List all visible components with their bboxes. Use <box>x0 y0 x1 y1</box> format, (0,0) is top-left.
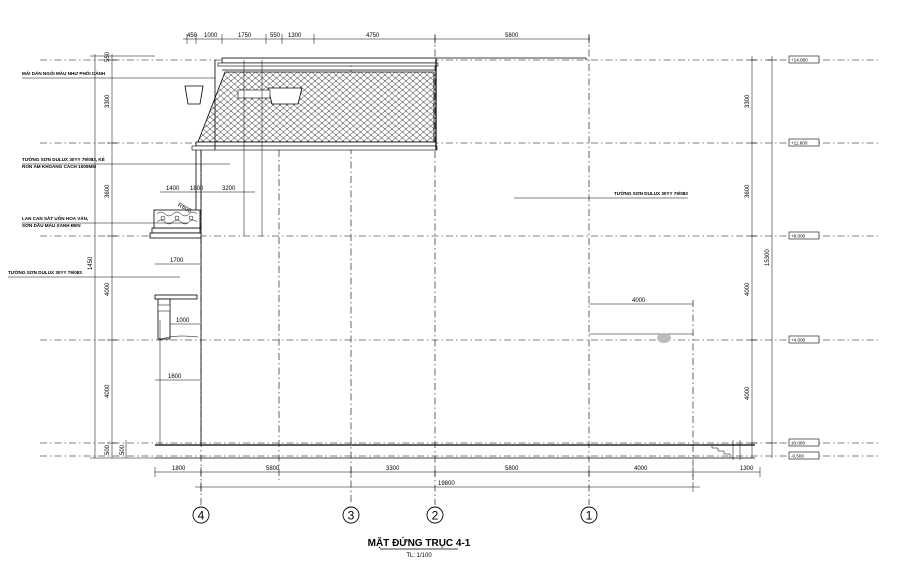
dim-label: 1300 <box>288 33 302 39</box>
note-railing: LAN CAN SẮT UỐN HOA VĂN, <box>22 214 88 221</box>
drawing-scale: TL: 1/100 <box>406 553 432 559</box>
dim-label: 1600 <box>168 374 182 380</box>
dim-label: 4000 <box>745 386 751 400</box>
right-dimension-chain: 3300 3600 4000 4000 15300 <box>745 56 777 458</box>
level-marker: +11.600 <box>788 138 820 147</box>
level-marker: +4.000 <box>788 335 820 344</box>
dim-label: 3600 <box>745 184 751 198</box>
dim-label: 4750 <box>366 33 380 39</box>
dim-label: 1800 <box>172 466 186 472</box>
dim-label: 550 <box>105 51 111 62</box>
axis-bubbles: 4 3 2 1 <box>192 506 598 524</box>
note-wall-groove: TƯỜNG SƠN DULUX 30YY 79/083, KẺ <box>22 155 105 162</box>
dim-label: 1450 <box>88 256 94 270</box>
dim-label: 4000 <box>745 282 751 296</box>
svg-text:+4.000: +4.000 <box>791 338 806 343</box>
dim-label: 4000 <box>634 466 648 472</box>
bottom-dimension-chain: 1800 5800 3300 5800 4000 1300 19800 <box>154 466 761 492</box>
left-dimension-chain: 1450 550 3300 3600 4000 4000 500 500 <box>88 51 155 459</box>
svg-text:±0.000: ±0.000 <box>791 441 805 446</box>
dim-label: 3300 <box>386 466 400 472</box>
dim-label: 3200 <box>222 186 236 192</box>
dim-label: 1750 <box>238 33 252 39</box>
axis-bubble-2: 2 <box>426 506 444 524</box>
svg-text:-0.500: -0.500 <box>791 454 804 459</box>
note-wall-right: TƯỜNG SƠN DULUX 30YY 79/083 <box>614 189 688 196</box>
dim-label: 4000 <box>632 298 646 304</box>
dim-label: 15300 <box>765 249 771 266</box>
top-dimension-chain: 450 1000 1750 550 1300 4750 5800 <box>183 33 590 44</box>
level-marker: -0.500 <box>788 451 820 460</box>
dim-label: 1800 <box>190 186 204 192</box>
axis-bubble-4: 4 <box>192 506 210 524</box>
level-marker: +14.800 <box>788 55 820 64</box>
svg-text:1: 1 <box>586 509 593 523</box>
dim-label: 5800 <box>266 466 280 472</box>
svg-text:+14.800: +14.800 <box>791 58 808 63</box>
building-outline <box>149 57 755 460</box>
dim-label: 19800 <box>438 481 455 487</box>
dim-label: 550 <box>270 33 281 39</box>
dim-label: 3300 <box>105 94 111 108</box>
dim-label: 500 <box>120 444 126 455</box>
level-markers: +14.800 +11.600 +8.000 +4.000 ±0.000 -0.… <box>788 55 820 460</box>
level-grid-lines <box>40 59 878 457</box>
dim-label: 1000 <box>204 33 218 39</box>
svg-text:+8.000: +8.000 <box>791 234 806 239</box>
dim-label: 3600 <box>105 184 111 198</box>
axis-bubble-3: 3 <box>342 506 360 524</box>
dim-label: 4000 <box>105 384 111 398</box>
note-roof: MÁI DÁN NGÓI MÀU NHƯ PHỐI CẢNH <box>22 69 106 76</box>
dim-label: 5800 <box>505 466 519 472</box>
dim-label: 1000 <box>176 318 190 324</box>
dim-label: 3300 <box>745 94 751 108</box>
note-railing: SƠN DẦU MÀU XANH ĐEN <box>22 222 81 228</box>
level-marker: ±0.000 <box>788 438 820 447</box>
dim-label: 1400 <box>166 186 180 192</box>
dim-label: 1300 <box>740 466 754 472</box>
roof <box>184 57 439 236</box>
title-block: MẶT ĐỨNG TRỤC 4-1 TL: 1/100 <box>368 536 471 559</box>
notes: MÁI DÁN NGÓI MÀU NHƯ PHỐI CẢNH TƯỜNG SƠN… <box>8 69 688 278</box>
svg-text:4: 4 <box>198 509 205 523</box>
dim-label: 500 <box>105 444 111 455</box>
dim-label: 4000 <box>105 282 111 296</box>
axis-bubble-1: 1 <box>580 506 598 524</box>
note-wall-groove: RON ÂM KHOẢNG CÁCH 1000MM <box>22 163 96 169</box>
dim-label: 450 <box>187 33 198 39</box>
level-marker: +8.000 <box>788 231 820 240</box>
local-dimensions: 1400 1800 3200 R800 1700 1000 1600 4000 <box>155 186 693 381</box>
dim-label: 5800 <box>505 33 519 39</box>
svg-text:2: 2 <box>432 509 439 523</box>
svg-text:3: 3 <box>348 509 355 523</box>
dim-label: 1700 <box>170 258 184 264</box>
svg-text:+11.600: +11.600 <box>791 141 808 146</box>
note-wall-left: TƯỜNG SƠN DULUX 30YY 79/083 <box>8 268 82 275</box>
drawing-title: MẶT ĐỨNG TRỤC 4-1 <box>368 536 471 549</box>
